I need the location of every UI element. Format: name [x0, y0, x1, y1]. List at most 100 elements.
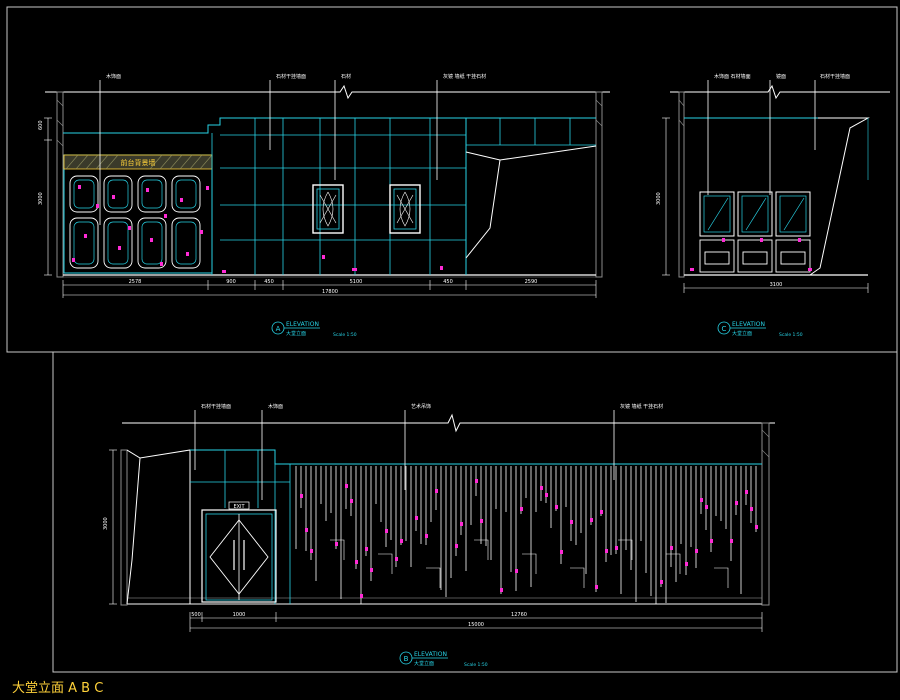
- elevation-c-tag-scale: Scale 1:50: [779, 332, 803, 338]
- reception-cabinet-grid: [69, 175, 201, 269]
- sheet-title: 大堂立面 A B C: [12, 681, 103, 696]
- cabinet-dimension-marks: [72, 185, 209, 266]
- elevation-a: 前台背景墙: [38, 73, 610, 338]
- rod-dimension-leader: [570, 567, 585, 588]
- dim-bottom-b-2: 1000: [233, 612, 246, 618]
- leader-label-b-2: 木饰面: [268, 403, 283, 410]
- rod-dimension-mark: [425, 534, 428, 538]
- rod-dimension-mark: [735, 501, 738, 505]
- dim-left-a-2: 3000: [38, 192, 44, 205]
- rod-dimension-leader: [714, 567, 729, 588]
- elevation-c-tag-subtitle: 大堂立面: [732, 330, 752, 337]
- elevation-a-tag-letter: A: [276, 325, 281, 333]
- rod-dimension-mark: [555, 505, 558, 509]
- rod-dimension-mark: [615, 546, 618, 550]
- exit-sign-text: EXIT: [233, 504, 245, 510]
- leader-label-c-2: 镜面: [776, 73, 786, 80]
- basin-cabinets: [699, 239, 811, 273]
- rod-dimension-mark: [310, 549, 313, 553]
- rod-dimension-mark: [415, 516, 418, 520]
- rod-dimension-mark: [745, 490, 748, 494]
- rod-dimension-mark: [595, 585, 598, 589]
- elevation-b-left-wall: [120, 449, 128, 606]
- rod-dimension-mark: [350, 499, 353, 503]
- leader-label-a-4: 灰镜 墙纸 干挂石材: [443, 73, 486, 80]
- rod-dimension-mark: [435, 489, 438, 493]
- elevation-a-tag-subtitle: 大堂立面: [286, 330, 306, 337]
- dim-bottom-a-1: 2578: [129, 279, 142, 285]
- leader-label-a-2: 石材干挂墙面: [276, 73, 306, 80]
- dim-bottom-a-5: 450: [443, 279, 453, 285]
- rod-dimension-leader: [426, 567, 441, 588]
- rod-dimension-mark: [685, 562, 688, 566]
- leader-label-b-4: 灰镜 墙纸 干挂石材: [620, 403, 663, 410]
- rod-dimension-mark: [335, 542, 338, 546]
- rod-dimension-mark: [365, 547, 368, 551]
- rod-dimension-mark: [480, 519, 483, 523]
- elevation-a-left-wall: [56, 91, 64, 278]
- dim-bottom-a-3: 450: [264, 279, 274, 285]
- reception-sign-text: 前台背景墙: [121, 158, 156, 167]
- elevation-b-tag-title: ELEVATION: [414, 651, 447, 658]
- elevation-b-tag-letter: B: [404, 655, 409, 663]
- angled-feature-wall: [465, 145, 597, 161]
- dim-total-b: 15000: [468, 622, 484, 628]
- dim-bottom-a-6: 2590: [525, 279, 538, 285]
- rod-dimension-mark: [395, 557, 398, 561]
- rod-dimension-mark: [695, 549, 698, 553]
- leader-label-c-1: 木饰面 石材墙面: [714, 73, 751, 80]
- decorative-frame-left: [312, 184, 344, 234]
- rod-dimension-mark: [360, 594, 363, 598]
- rod-dimension-mark: [540, 486, 543, 490]
- stone-wall-grid: [211, 118, 596, 275]
- frame-top: [6, 6, 898, 353]
- rod-dimension-mark: [460, 522, 463, 526]
- rod-dimension-leader: [666, 553, 681, 574]
- leader-label-b-1: 石材干挂墙面: [201, 403, 231, 410]
- rod-dimension-mark: [705, 505, 708, 509]
- elevation-a-ceiling-line: [45, 84, 610, 100]
- decorative-frame-right: [389, 184, 421, 234]
- exit-sign-box: [228, 501, 250, 510]
- elevation-b-ceiling-line: [122, 413, 775, 433]
- rod-dimension-mark: [300, 494, 303, 498]
- mirror-units: [699, 191, 811, 237]
- rod-dimension-mark: [560, 550, 563, 554]
- elevation-c-ceiling-line: [670, 84, 890, 100]
- elevation-a-leaders: [99, 80, 438, 225]
- leader-label-b-3: 艺术吊饰: [411, 403, 431, 410]
- dim-bottom-a-2: 900: [226, 279, 236, 285]
- rod-dimension-mark: [600, 510, 603, 514]
- rod-dimension-mark: [520, 507, 523, 511]
- rod-dimension-mark: [730, 539, 733, 543]
- reception-cabinet-grid-inner: [73, 179, 197, 265]
- rod-dimension-leader: [330, 539, 345, 560]
- rod-dimension-mark: [590, 518, 593, 522]
- elevation-a-tag-scale: Scale 1:50: [333, 332, 357, 338]
- rod-dimension-mark: [570, 520, 573, 524]
- dim-left-b-1: 3000: [103, 517, 109, 530]
- elevation-b-tag-subtitle: 大堂立面: [414, 660, 434, 667]
- dim-bottom-b-3: 12760: [511, 612, 527, 618]
- elevation-c-tag-letter: C: [722, 325, 727, 333]
- rod-dimension-leader: [522, 553, 537, 574]
- dim-bottom-b-1: 500: [191, 612, 201, 618]
- rod-dimension-mark: [700, 498, 703, 502]
- rod-dimension-mark: [500, 588, 503, 592]
- rod-dimension-mark: [605, 549, 608, 553]
- elevation-b-right-wall: [761, 422, 770, 606]
- rod-dimension-mark: [305, 528, 308, 532]
- elevation-b: EXIT 石材干挂墙面 木饰面 艺术吊饰 灰镜 墙纸 干挂石材 3000 500…: [103, 403, 775, 668]
- rod-dimension-mark: [750, 507, 753, 511]
- rod-dimension-mark: [455, 544, 458, 548]
- leader-label-a-1: 木饰面: [106, 73, 121, 80]
- dim-bottom-a-4: 5100: [350, 279, 363, 285]
- dim-bottom-c-1: 3100: [770, 282, 783, 288]
- dim-total-a: 17800: [322, 289, 338, 295]
- rod-dimension-mark: [545, 493, 548, 497]
- rod-dimension-mark: [370, 568, 373, 572]
- rod-dimension-mark: [385, 529, 388, 533]
- frame-bottom: [52, 351, 898, 673]
- rod-dimension-mark: [355, 560, 358, 564]
